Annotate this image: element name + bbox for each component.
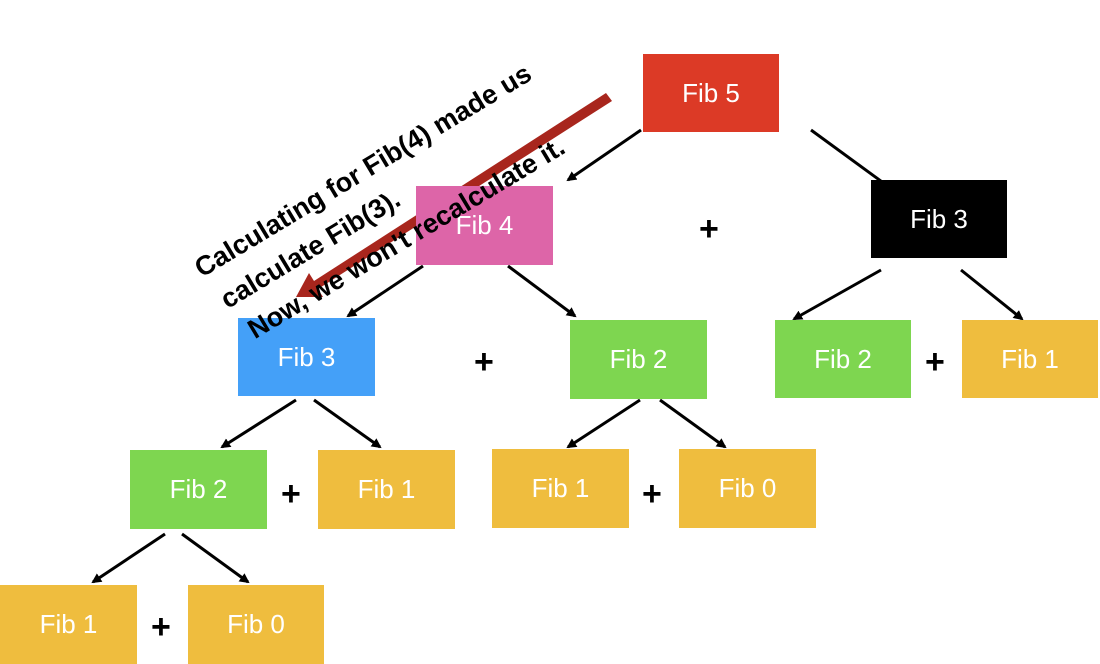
node-fib3-left: Fib 3 — [238, 318, 375, 396]
tree-edge-arrow — [181, 532, 250, 584]
node-fib2-low: Fib 2 — [130, 450, 267, 529]
plus-sign: + — [699, 210, 719, 248]
node-fib0-bottom: Fib 0 — [188, 585, 324, 664]
node-fib3-top: Fib 3 — [871, 180, 1007, 258]
node-label: Fib 0 — [718, 473, 777, 503]
node-label: Fib 5 — [682, 77, 740, 108]
node-label: Fib 1 — [39, 609, 98, 639]
tree-edge-arrow — [507, 264, 577, 318]
node-label: Fib 1 — [357, 474, 416, 504]
node-label: Fib 0 — [227, 609, 285, 639]
plus-sign: + — [925, 343, 945, 381]
tree-edge-arrow — [960, 268, 1024, 321]
node-label: Fib 2 — [814, 343, 872, 374]
plus-sign: + — [151, 608, 171, 646]
plus-sign: + — [281, 475, 301, 513]
node-fib2-mid: Fib 2 — [570, 320, 707, 399]
plus-sign: + — [474, 343, 494, 381]
node-label: Fib 3 — [910, 203, 968, 234]
node-fib5: Fib 5 — [643, 54, 779, 132]
tree-edge-arrow — [566, 398, 641, 449]
tree-edge-arrow — [313, 398, 382, 449]
node-fib2-right: Fib 2 — [775, 320, 911, 398]
node-fib1-mid-low: Fib 1 — [492, 449, 629, 528]
node-label: Fib 1 — [1001, 343, 1059, 374]
node-label: Fib 3 — [277, 341, 336, 372]
node-fib4: Fib 4 — [416, 186, 553, 265]
node-label: Fib 2 — [609, 344, 668, 374]
tree-edge-arrow — [566, 128, 642, 182]
tree-edge-arrow — [346, 264, 424, 318]
plus-sign: + — [642, 475, 662, 513]
node-fib0-mid-low: Fib 0 — [679, 449, 816, 528]
tree-edge-arrow — [792, 268, 882, 321]
node-label: Fib 4 — [455, 210, 514, 240]
node-fib1-low: Fib 1 — [318, 450, 455, 529]
tree-edge-arrow — [220, 398, 297, 449]
node-fib1-bottom: Fib 1 — [0, 585, 137, 664]
tree-edge-arrow — [659, 398, 727, 449]
node-label: Fib 1 — [531, 473, 590, 503]
node-fib1-right: Fib 1 — [962, 320, 1098, 398]
tree-edge-arrow — [91, 532, 166, 584]
node-label: Fib 2 — [169, 474, 228, 504]
